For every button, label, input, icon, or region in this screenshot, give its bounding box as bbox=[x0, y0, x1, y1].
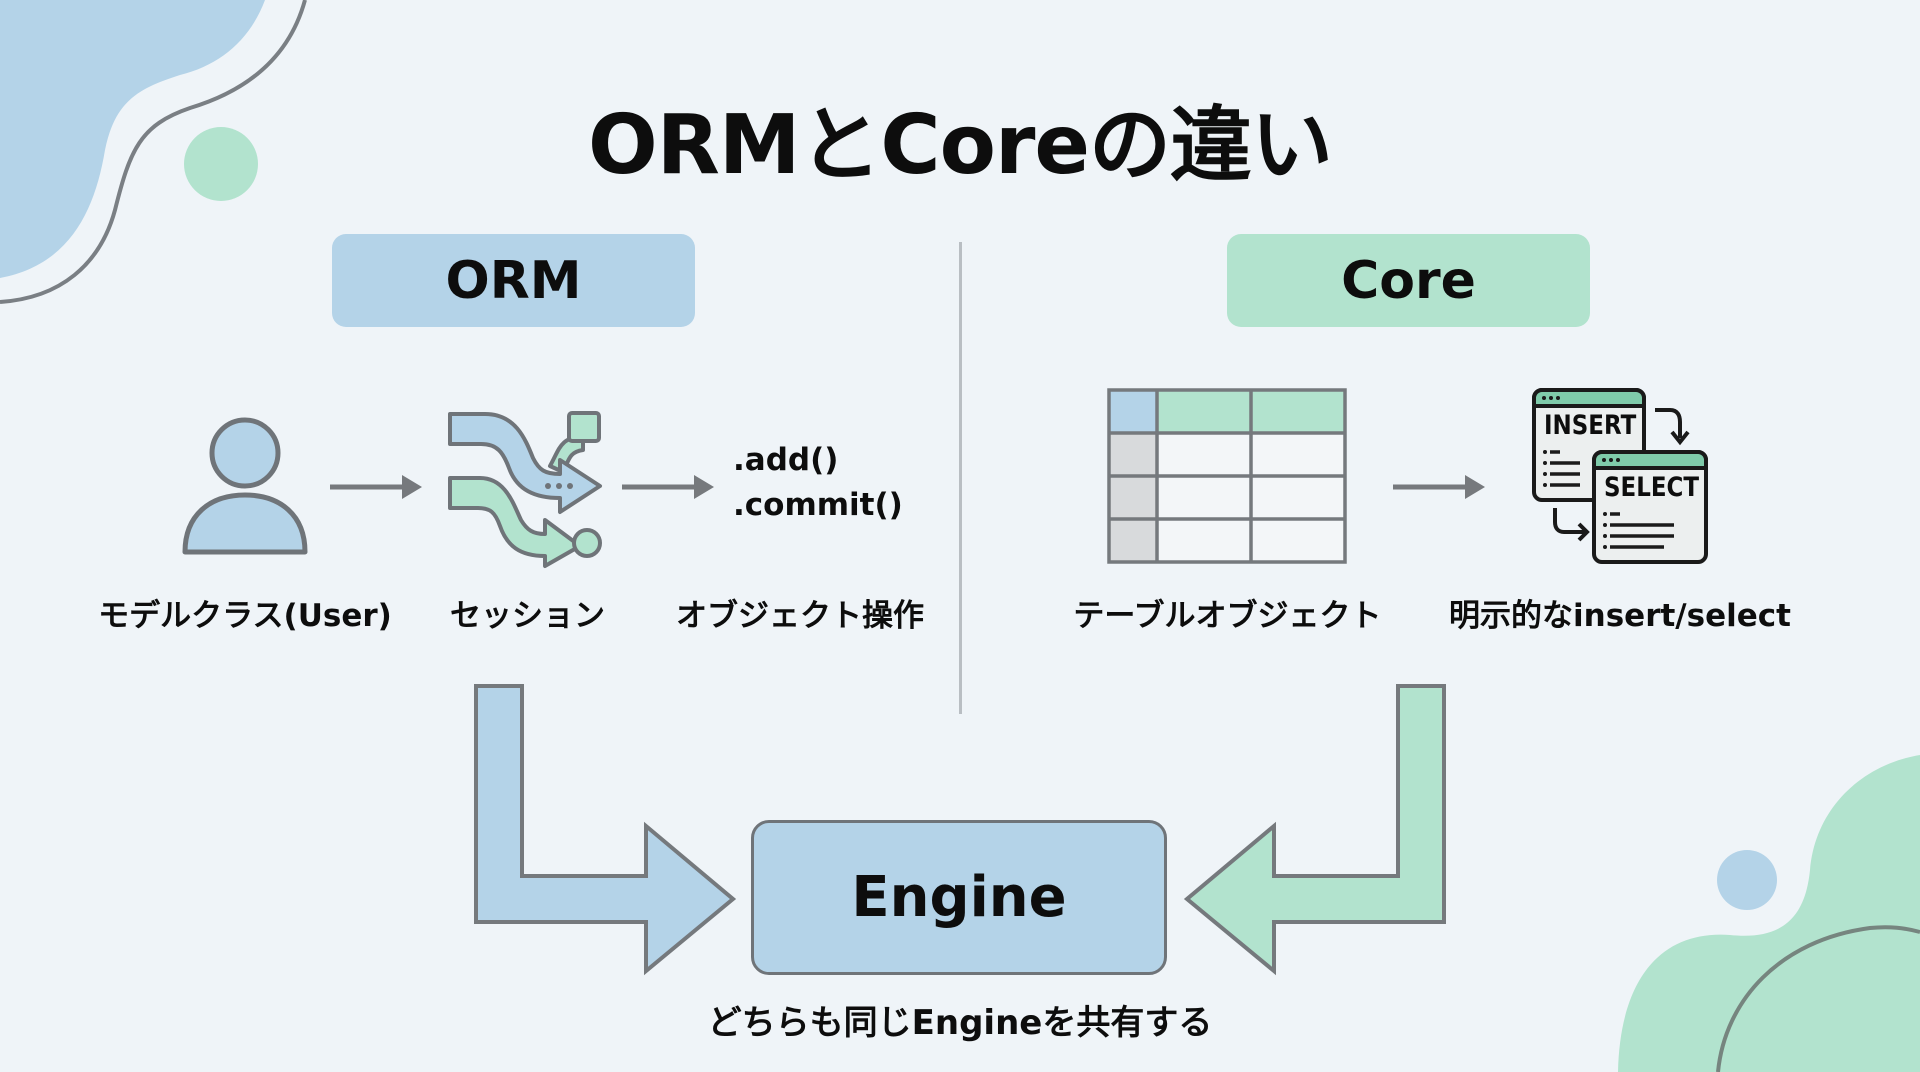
engine-box: Engine bbox=[751, 820, 1167, 975]
decor-top-left-blob bbox=[0, 0, 307, 304]
page-title: ORMとCoreの違い bbox=[587, 98, 1333, 193]
session-flow-icon bbox=[448, 411, 602, 568]
core-header: Core bbox=[1227, 234, 1590, 327]
arrow-icon bbox=[1393, 475, 1485, 499]
arrow-icon bbox=[330, 475, 422, 499]
core-step-label: 明示的なinsert/select bbox=[1449, 598, 1791, 634]
table-icon bbox=[1107, 388, 1347, 564]
select-window-label: SELECT bbox=[1604, 472, 1700, 503]
section-divider bbox=[959, 242, 962, 714]
decor-bottom-right-blob bbox=[1618, 755, 1920, 1072]
engine-label: Engine bbox=[851, 865, 1067, 930]
orm-step-label: モデルクラス(User) bbox=[98, 598, 392, 634]
arrow-icon bbox=[622, 475, 714, 499]
code-line-add: .add() bbox=[733, 442, 839, 478]
orm-to-engine-arrow bbox=[474, 684, 737, 976]
core-step-label: テーブルオブジェクト bbox=[1073, 598, 1382, 634]
orm-step-label: セッション bbox=[450, 598, 605, 634]
orm-header: ORM bbox=[332, 234, 695, 327]
core-to-engine-arrow bbox=[1183, 684, 1446, 976]
user-icon bbox=[182, 417, 308, 555]
orm-header-label: ORM bbox=[445, 250, 582, 311]
orm-code-snippet: .add() .commit() bbox=[733, 438, 903, 528]
sql-windows-icon: INSERT SELECT bbox=[1530, 386, 1710, 566]
engine-caption: どちらも同じEngineを共有する bbox=[707, 1003, 1213, 1043]
orm-step-label: オブジェクト操作 bbox=[676, 598, 924, 634]
core-header-label: Core bbox=[1341, 250, 1476, 311]
insert-window-label: INSERT bbox=[1544, 410, 1637, 441]
code-line-commit: .commit() bbox=[733, 487, 903, 523]
